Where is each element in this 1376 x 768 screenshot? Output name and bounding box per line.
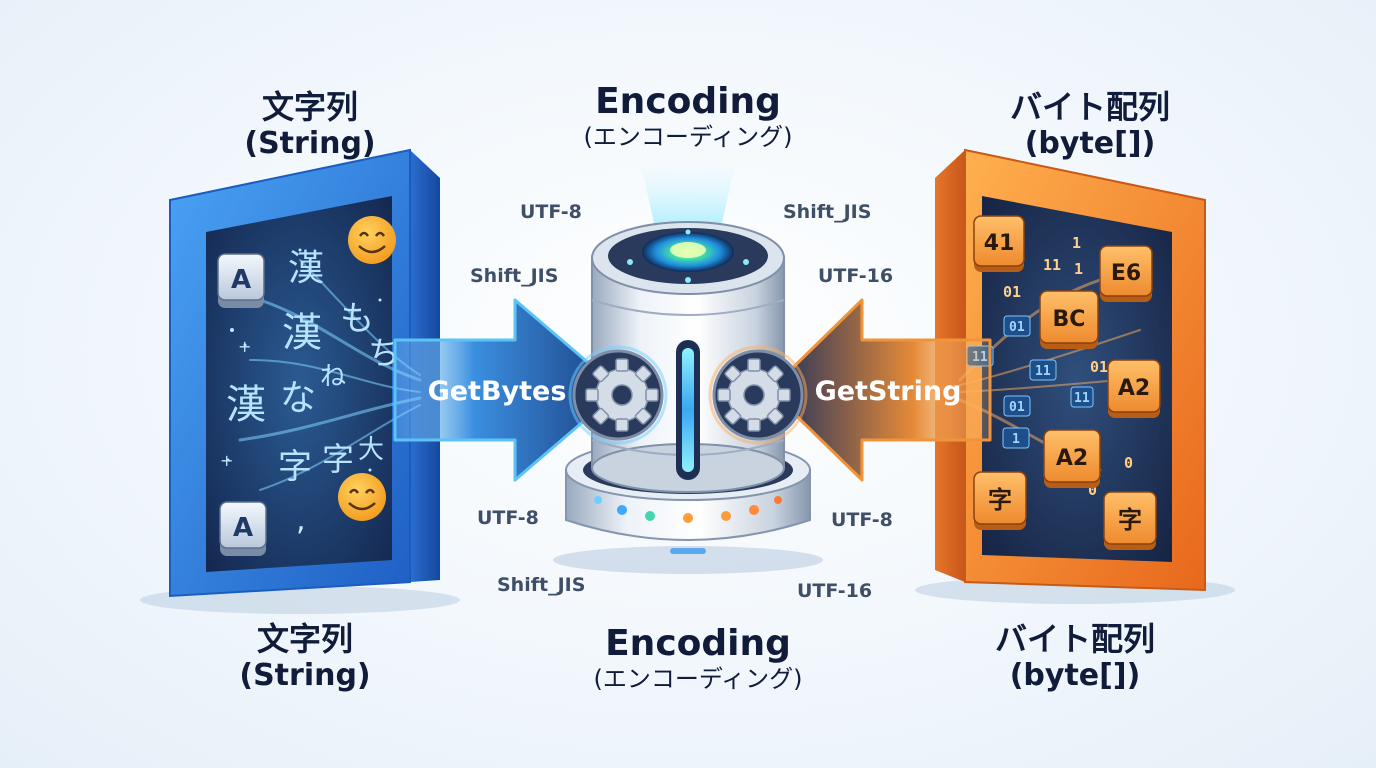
panel-char: 大 [358,435,384,465]
encoding-tag: Shift_JIS [783,201,872,223]
center-title-top: Encoding (エンコーディング) [530,80,846,152]
gear-icon [572,349,664,441]
left-title-bottom: 文字列 (String) [205,620,405,694]
getbytes-arrow: GetBytes [393,298,622,482]
panel-char: 漢 [226,382,266,428]
encoding-tag: UTF-8 [831,509,893,531]
plus-mark: + [220,451,233,470]
panel-char: A [233,513,253,543]
panel-char: 字 [322,440,354,478]
bit-digit: 11 [1043,256,1061,274]
byte-array-subheading: (byte[]) [1024,126,1156,162]
tile-label: A2 [1056,446,1088,471]
byte-array-heading-bottom: バイト配列 [994,620,1155,658]
encoding-tag: Shift_JIS [470,265,559,287]
letter-key-bottom: A [219,501,267,556]
panel-char: A [231,265,251,295]
tile-label: 字 [988,486,1012,514]
encoding-tag: Shift_JIS [497,574,586,596]
tile-label: E6 [1111,261,1141,286]
bit-digit: 1 [1012,432,1020,447]
byte-tile: BC [1039,290,1099,349]
tile-label: 41 [984,231,1015,256]
tile-label: A2 [1118,376,1150,401]
byte-array-panel: 1 11 1 01 01 0 0 01 11 11 01 11 1 41 [935,148,1206,592]
encoding-tag: UTF-8 [520,201,582,223]
left-title-top: 文字列 (String) [210,88,410,162]
panel-char: ね [320,362,346,392]
bit-digit: 0 [1088,481,1097,499]
byte-array-subheading-bottom: (byte[]) [1009,658,1141,694]
byte-array-heading: バイト配列 [1009,88,1170,126]
center-title-bottom: Encoding (エンコーディング) [540,622,856,694]
byte-tile: E6 [1099,245,1153,302]
encoding-heading-bottom: Encoding [605,623,791,664]
tile-label: 字 [1118,506,1142,534]
tile-label: BC [1053,307,1086,332]
comma-mark: , [296,503,306,538]
bit-digit: 0 [1124,454,1133,472]
getstring-label: GetString [815,376,962,407]
bit-digit: 1 [1074,260,1083,278]
byte-tile: 字 [973,471,1027,530]
byte-tile: 41 [973,215,1025,272]
encoding-subheading-bottom: (エンコーディング) [593,665,803,694]
panel-char: 漢 [282,310,322,356]
encoding-tag: UTF-8 [477,507,539,529]
byte-tile: A2 [1043,429,1101,488]
smiley-icon [348,216,396,264]
string-subheading-bottom: (String) [239,658,371,694]
string-heading-bottom: 文字列 [256,620,353,658]
string-subheading: (String) [244,126,376,162]
byte-tile: 字 [1103,491,1157,550]
bit-digit: 11 [1035,364,1051,379]
encoding-machine [565,160,811,554]
status-lights [594,496,782,523]
bit-digit: 11 [1074,391,1090,406]
bit-digit: 01 [1009,320,1025,335]
bit-digit: 01 [1009,400,1025,415]
panel-char: 字 [278,447,312,487]
encoding-heading: Encoding [595,81,781,122]
bit-digit: 1 [1072,234,1081,252]
encoding-tag: UTF-16 [818,265,894,287]
panel-char: な [280,378,316,419]
encoding-subheading: (エンコーディング) [583,123,793,152]
getbytes-label: GetBytes [428,376,567,407]
bit-digit: 01 [1090,358,1108,376]
panel-char: も [340,299,374,339]
bit-digit: 01 [1003,283,1021,301]
panel-char: 漢 [288,248,324,289]
smiley-icon [338,473,386,521]
right-title-bottom: バイト配列 (byte[]) [970,620,1180,694]
right-title-top: バイト配列 (byte[]) [985,88,1195,162]
gear-icon [712,349,804,441]
string-heading: 文字列 [261,88,358,126]
encoding-tag: UTF-16 [797,580,873,602]
letter-key-top: A [217,253,265,308]
string-panel: + + , A A 漢 漢 も ち 漢 な ね 字 字 大 [169,148,440,598]
machine-shadow [553,546,823,574]
byte-tile: A2 [1107,359,1161,418]
plus-mark: + [238,337,251,356]
getstring-arrow: GetString [768,298,992,482]
